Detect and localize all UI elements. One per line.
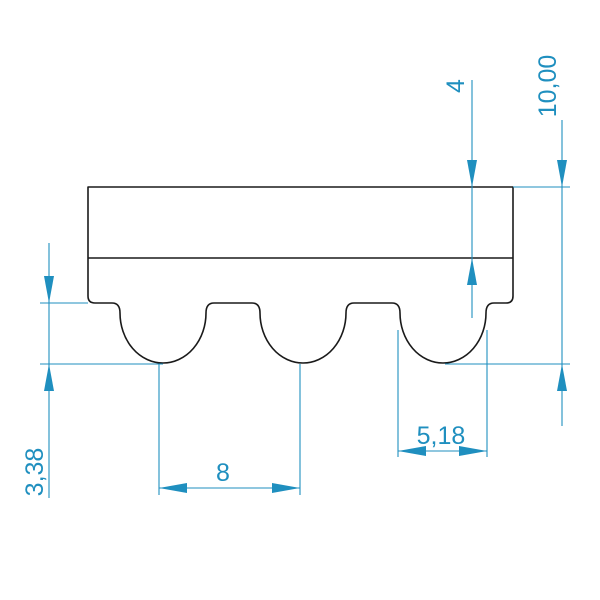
tooth-height-dimension: 3,38	[21, 243, 163, 498]
pitch-label: 8	[216, 459, 230, 487]
tooth-width-dimension: 5,18	[397, 330, 488, 457]
belt-outline	[87, 186, 514, 364]
belt-height-dimension: 10,00	[445, 55, 570, 426]
tooth-height-label: 3,38	[21, 448, 49, 497]
tooth-width-label: 5,18	[417, 422, 466, 450]
pitch-dimension: 8	[158, 364, 301, 495]
back-thickness-dimension: 4	[442, 79, 477, 318]
belt-height-label: 10,00	[534, 55, 562, 118]
back-thickness-label: 4	[442, 79, 470, 93]
